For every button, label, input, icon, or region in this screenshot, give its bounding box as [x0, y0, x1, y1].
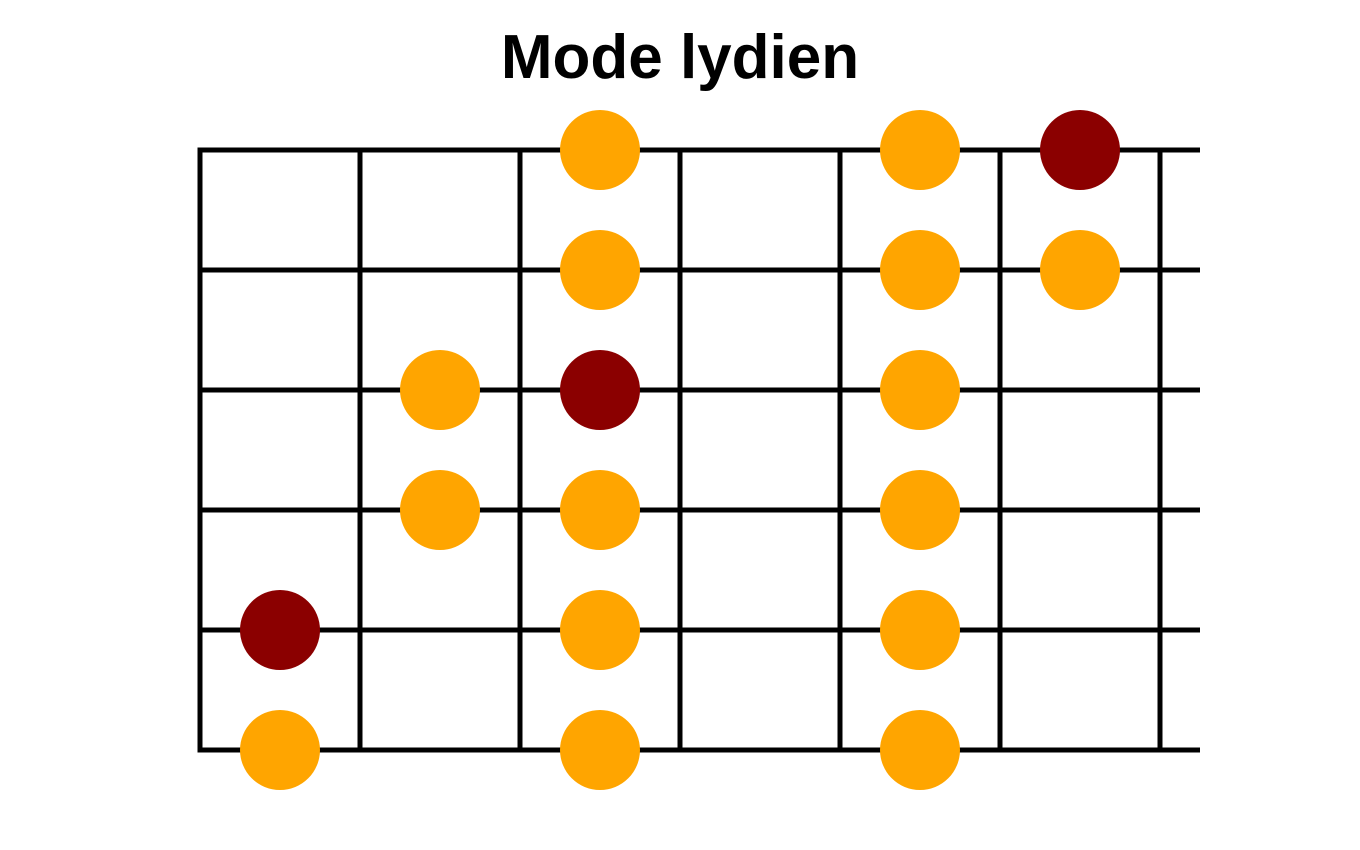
root-note-dot	[560, 350, 640, 430]
scale-note-dot	[880, 110, 960, 190]
note-dots	[240, 110, 1120, 790]
string-lines	[197, 147, 1200, 753]
scale-note-dot	[560, 230, 640, 310]
root-note-dot	[1040, 110, 1120, 190]
diagram-title: Mode lydien	[500, 23, 860, 92]
scale-note-dot	[880, 230, 960, 310]
fret-lines	[197, 147, 1163, 753]
root-note-dot	[240, 590, 320, 670]
scale-note-dot	[240, 710, 320, 790]
scale-note-dot	[880, 350, 960, 430]
scale-note-dot	[1040, 230, 1120, 310]
scale-note-dot	[400, 470, 480, 550]
scale-note-dot	[560, 710, 640, 790]
scale-note-dot	[880, 470, 960, 550]
scale-note-dot	[560, 110, 640, 190]
scale-note-dot	[880, 590, 960, 670]
scale-note-dot	[400, 350, 480, 430]
scale-note-dot	[560, 470, 640, 550]
scale-note-dot	[880, 710, 960, 790]
scale-note-dot	[560, 590, 640, 670]
